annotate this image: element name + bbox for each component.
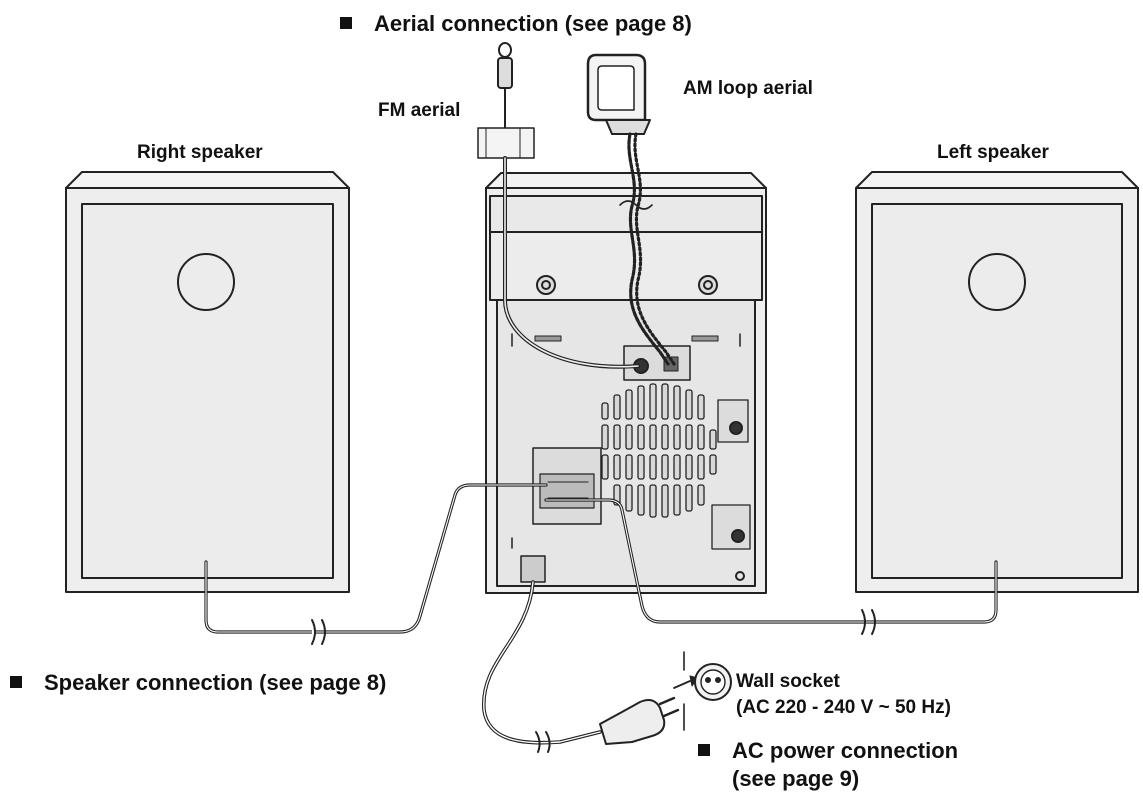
main-unit [485, 172, 767, 594]
wall-socket-spec-label: (AC 220 - 240 V ~ 50 Hz) [736, 697, 951, 718]
bullet-square-icon [340, 17, 352, 29]
aerial-connection-label: Aerial connection (see page 8) [374, 11, 692, 36]
ac-power-connection-label: AC power connection [732, 738, 959, 763]
left-speaker [855, 171, 1139, 593]
ac-power-page-label: (see page 9) [732, 766, 860, 791]
bullet-square-icon [698, 744, 710, 756]
speaker-cables [204, 483, 998, 645]
ac-power-connection-heading: AC power connection [698, 738, 958, 763]
wall-socket-label: Wall socket [736, 671, 840, 692]
fm-aerial-label: FM aerial [378, 100, 461, 121]
speaker-connection-heading: Speaker connection (see page 8) [10, 670, 386, 695]
right-speaker [65, 171, 350, 593]
fm-aerial [477, 42, 640, 369]
am-loop-aerial [586, 53, 676, 366]
right-speaker-label: Right speaker [137, 142, 263, 163]
speaker-connection-label: Speaker connection (see page 8) [44, 670, 387, 695]
am-loop-aerial-label: AM loop aerial [683, 78, 813, 99]
bullet-square-icon [10, 676, 22, 688]
ac-power-cord [482, 580, 732, 753]
left-speaker-label: Left speaker [937, 142, 1049, 163]
aerial-connection-heading: Aerial connection (see page 8) [340, 11, 692, 36]
